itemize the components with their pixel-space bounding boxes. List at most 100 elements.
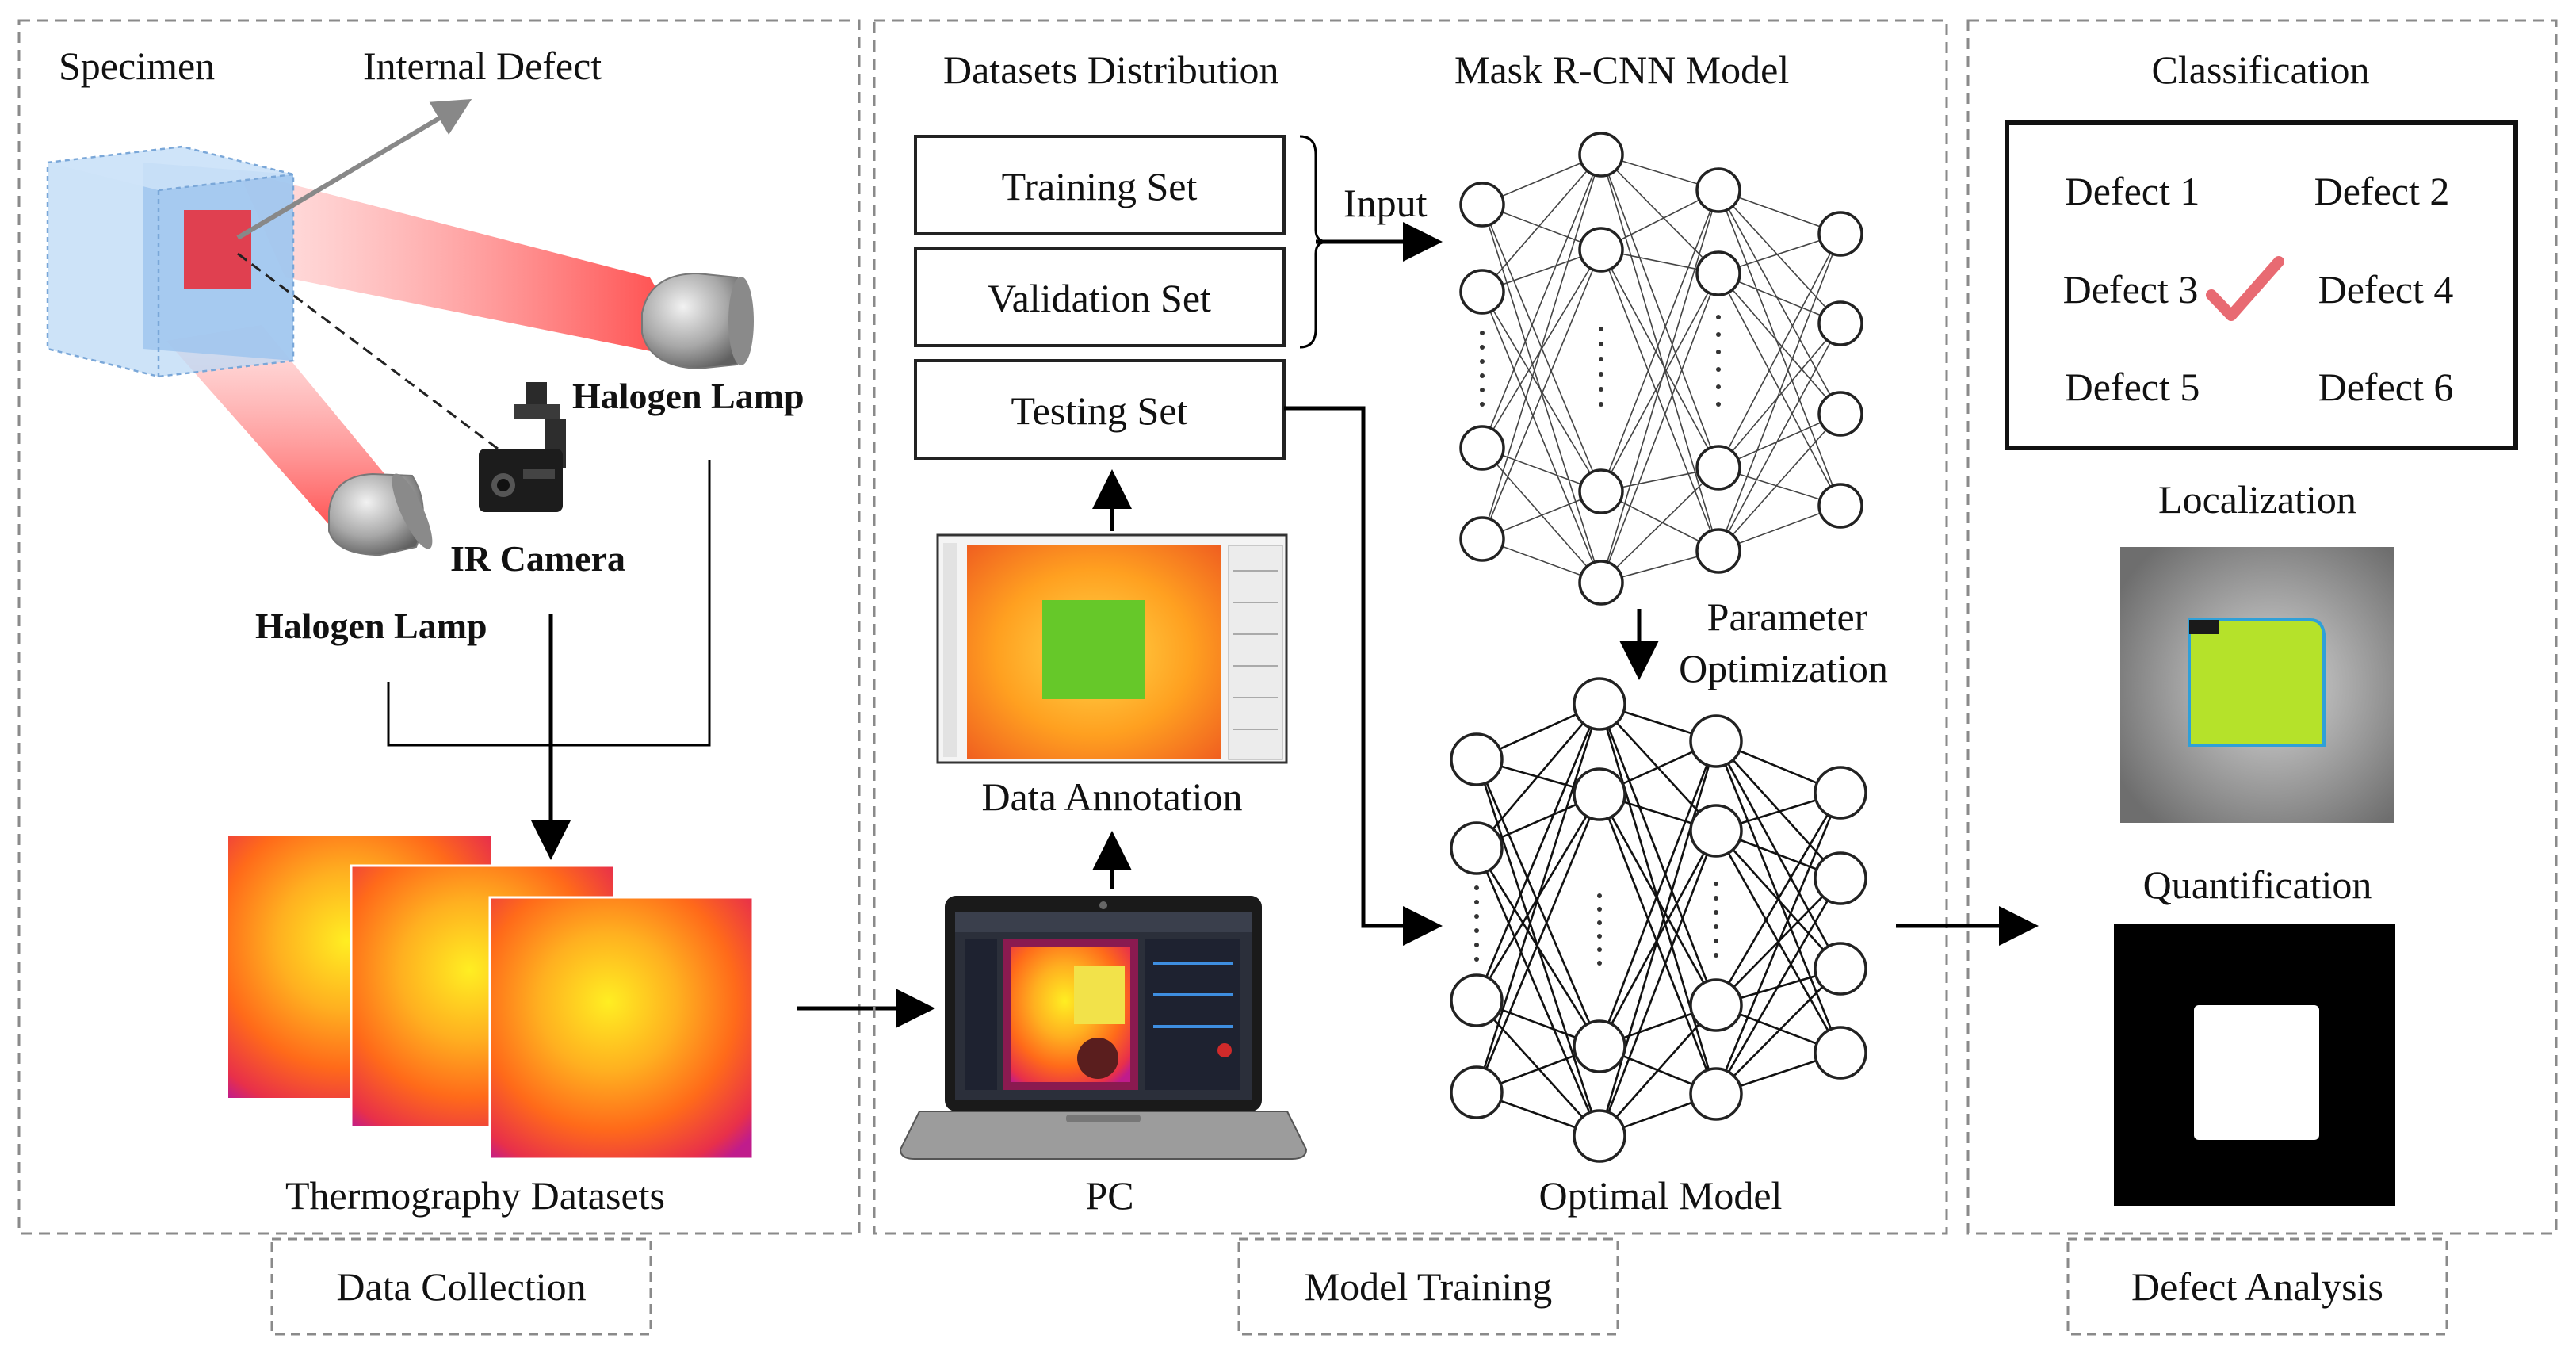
network-edge: [1718, 323, 1841, 468]
network-edge: [1481, 154, 1602, 293]
network-ellipsis-dot: [1714, 910, 1718, 915]
network-node: [1689, 978, 1743, 1032]
network-ellipsis-dot: [1599, 357, 1603, 361]
network-ellipsis-dot: [1599, 402, 1603, 407]
network-edge: [1598, 703, 1718, 1006]
optimal-model-network: [1450, 677, 1867, 1163]
network-edge: [1714, 878, 1842, 1095]
mask-rcnn-label: Mask R-CNN Model: [1454, 48, 1789, 92]
network-edge: [1718, 189, 1841, 507]
network-node: [1459, 182, 1505, 228]
network-node: [1814, 1026, 1867, 1080]
network-edge: [1718, 233, 1841, 468]
network-ellipsis-dot: [1474, 943, 1479, 947]
network-edge: [1718, 233, 1841, 552]
network-edge: [1714, 792, 1842, 1006]
network-edge: [1718, 273, 1841, 507]
network-edge: [1600, 249, 1719, 468]
ir-camera-icon: [479, 382, 566, 512]
network-edge: [1600, 467, 1719, 583]
datasets-distribution-label: Datasets Distribution: [943, 48, 1279, 92]
network-ellipsis-dot: [1480, 388, 1485, 392]
network-ellipsis-dot: [1597, 934, 1602, 939]
network-ellipsis-dot: [1716, 315, 1721, 319]
network-node: [1459, 425, 1505, 471]
network-ellipsis-dot: [1599, 387, 1603, 392]
halogen-lamp-bottom-label: Halogen Lamp: [255, 606, 487, 646]
network-edge: [1718, 323, 1841, 552]
network-edge: [1714, 792, 1842, 1095]
specimen-cube-icon: [46, 145, 295, 378]
ir-camera-label: IR Camera: [450, 538, 625, 579]
parameter-label: Parameter: [1707, 595, 1868, 639]
halogen-lamp-icon: [641, 272, 754, 370]
network-ellipsis-dot: [1597, 961, 1602, 966]
network-node: [1814, 851, 1867, 905]
checkmark-icon: [2206, 256, 2284, 321]
classification-label: Classification: [2152, 48, 2370, 92]
network-ellipsis-dot: [1716, 402, 1721, 407]
network-ellipsis-dot: [1716, 384, 1721, 389]
laptop-icon: [899, 896, 1308, 1160]
network-edge: [1600, 273, 1719, 583]
quantification-image: [2114, 924, 2395, 1206]
network-node: [1689, 1067, 1743, 1121]
network-edge: [1600, 189, 1719, 583]
halogen-lamp-icon: [328, 472, 433, 556]
network-ellipsis-dot: [1597, 893, 1602, 898]
camera-sightline: [237, 252, 508, 457]
network-edge: [1600, 249, 1719, 552]
specimen-label: Specimen: [59, 44, 215, 88]
network-node: [1573, 677, 1626, 731]
model-training-tag: [1237, 1237, 1619, 1336]
network-ellipsis-dot: [1480, 373, 1485, 378]
network-ellipsis-dot: [1714, 939, 1718, 943]
network-edge: [1475, 794, 1601, 1093]
internal-defect-pointer: [236, 98, 472, 240]
data-collection-panel: [17, 19, 861, 1235]
network-edge: [1475, 703, 1601, 1093]
network-ellipsis-dot: [1597, 920, 1602, 925]
network-node: [1578, 560, 1624, 606]
defect-analysis-tag: [2066, 1237, 2448, 1336]
light-beam-right: [238, 170, 698, 361]
network-node: [1695, 445, 1741, 491]
internal-defect-label: Internal Defect: [363, 44, 602, 88]
validation-set-box: [914, 247, 1286, 347]
validation-set-label: Validation Set: [988, 276, 1211, 320]
network-edge: [1718, 189, 1841, 324]
network-ellipsis-dot: [1716, 350, 1721, 354]
model-training-tag-label: Model Training: [1305, 1264, 1553, 1309]
network-node: [1573, 1019, 1626, 1073]
thermography-stack: [228, 836, 755, 1161]
network-node: [1578, 468, 1624, 514]
network-node: [1689, 804, 1743, 858]
network-node: [1695, 167, 1741, 213]
network-edge: [1598, 794, 1718, 1095]
network-node: [1573, 767, 1626, 821]
network-node: [1817, 483, 1863, 529]
defect-analysis-panel: [1966, 19, 2558, 1235]
network-node: [1450, 1065, 1504, 1119]
network-node: [1573, 1109, 1626, 1163]
network-edge: [1475, 759, 1601, 1047]
network-edge: [1718, 189, 1841, 415]
network-edge: [1598, 740, 1718, 1137]
network-node: [1450, 821, 1504, 875]
thermography-datasets-label: Thermography Datasets: [285, 1173, 665, 1218]
network-edge: [1475, 847, 1601, 1047]
network-ellipsis-dot: [1714, 896, 1718, 901]
network-ellipsis-dot: [1599, 327, 1603, 331]
network-ellipsis-dot: [1474, 900, 1479, 904]
defect-analysis-tag-label: Defect Analysis: [2131, 1264, 2383, 1309]
internal-defect-marker: [184, 210, 251, 289]
network-edge: [1718, 413, 1841, 552]
network-node: [1814, 942, 1867, 996]
network-ellipsis-dot: [1714, 924, 1718, 929]
halogen-lamp-top-label: Halogen Lamp: [572, 376, 805, 416]
network-edge: [1599, 1004, 1717, 1137]
network-edge: [1481, 249, 1602, 540]
defect-3: Defect 3: [2063, 267, 2199, 312]
network-edge: [1600, 154, 1719, 468]
network-node: [1817, 211, 1863, 257]
